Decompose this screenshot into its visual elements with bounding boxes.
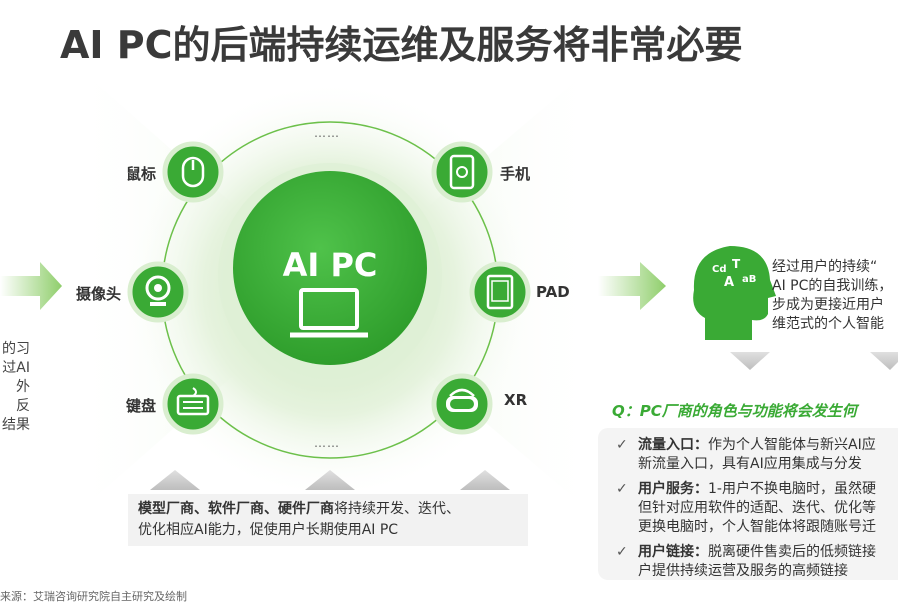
node-keyboard: [162, 373, 224, 435]
bullet-text: 作为个人智能体与新兴AI应: [708, 437, 876, 453]
down-arrow-left: [730, 352, 770, 370]
device-label-xr: XR: [504, 391, 528, 409]
bullet-title: 用户服务：: [638, 481, 708, 497]
node-pad: [469, 261, 531, 323]
bullet-title: 流量入口：: [638, 437, 708, 453]
node-camera: [127, 261, 189, 323]
page-title: AI PC的后端持续运维及服务将非常必要: [60, 23, 743, 67]
head-icon: Cd T A aB: [693, 246, 776, 340]
check-icon: ✓: [616, 544, 628, 560]
bullet-text: 但针对应用软件的适配、迭代、优化等: [638, 500, 876, 516]
right-description: 经过用户的持续“ AI PC的自我训练， 步成为更接近用户 维范式的个人智能: [772, 258, 898, 334]
check-icon: ✓: [616, 481, 628, 497]
vendors-rest: 将持续开发、迭代、: [334, 501, 460, 517]
device-label-keyboard: 键盘: [126, 397, 157, 415]
bullet-traffic-entry: ✓ 流量入口：作为个人智能体与新兴AI应 新流量入口，具有AI应用集成与分发: [616, 436, 898, 474]
node-mouse: [162, 141, 224, 203]
source-note: 来源：艾瑞咨询研究院自主研究及绘制: [0, 590, 187, 603]
left-text-line: 外: [16, 379, 30, 395]
left-text-line: 的习: [2, 341, 30, 357]
svg-text:Cd: Cd: [712, 264, 727, 275]
right-text-line: 步成为更接近用户: [772, 297, 884, 313]
up-arrow-right: [460, 470, 510, 490]
left-side-text: 的习 过AI 外 反 结果: [0, 340, 30, 435]
device-label-mouse: 鼠标: [126, 165, 157, 183]
right-text-line: 经过用户的持续“: [772, 259, 878, 275]
vendors-box: 模型厂商、软件厂商、硬件厂商将持续开发、迭代、 优化相应AI能力，促使用户长期使…: [128, 494, 528, 546]
device-label-camera: 摄像头: [76, 285, 122, 303]
node-xr: [431, 373, 493, 435]
bullet-text: 1-用户不换电脑时，虽然硬: [708, 481, 876, 497]
up-arrow-left: [150, 470, 200, 490]
ellipsis-bottom: ……: [314, 436, 340, 450]
core-circle: [233, 171, 427, 365]
bullets-panel: [598, 428, 898, 580]
left-arrow: [0, 262, 62, 310]
bullet-user-service: ✓ 用户服务：1-用户不换电脑时，虽然硬 但针对应用软件的适配、迭代、优化等 更…: [616, 480, 898, 537]
svg-text:aB: aB: [742, 274, 756, 285]
left-text-line: 反: [16, 398, 30, 414]
laptop-icon: [290, 288, 368, 338]
bullet-text: 更换电脑时，个人智能体将跟随账号迁: [638, 519, 876, 535]
bullet-text: 户提供持续运营及服务的高频链接: [638, 563, 848, 579]
bullet-text: 脱离硬件售卖后的低频链接: [708, 544, 876, 560]
right-text-line: AI PC的自我训练，: [772, 278, 893, 294]
up-arrow-middle: [305, 470, 355, 490]
svg-text:T: T: [732, 257, 741, 271]
bullet-user-link: ✓ 用户链接：脱离硬件售卖后的低频链接 户提供持续运营及服务的高频链接: [616, 543, 898, 581]
vendors-bold: 模型厂商、软件厂商、硬件厂商: [138, 501, 334, 517]
center-label: AI PC: [282, 246, 378, 284]
left-text-line: 过AI: [2, 360, 30, 376]
device-label-pad: PAD: [536, 283, 570, 301]
right-text-line: 维范式的个人智能: [772, 316, 884, 332]
vendors-line2: 优化相应AI能力，促使用户长期使用AI PC: [138, 522, 399, 538]
bullet-text: 新流量入口，具有AI应用集成与分发: [638, 456, 862, 472]
device-label-phone: 手机: [500, 165, 531, 183]
question-heading: Q：PC厂商的角色与功能将会发生何: [612, 402, 857, 420]
down-arrow-right: [870, 352, 898, 370]
bullet-title: 用户链接：: [638, 544, 708, 560]
left-text-line: 结果: [2, 417, 30, 433]
check-icon: ✓: [616, 437, 628, 453]
svg-text:A: A: [724, 275, 734, 290]
node-phone: [431, 141, 493, 203]
right-arrow: [598, 262, 666, 310]
ellipsis-top: ……: [314, 126, 340, 140]
